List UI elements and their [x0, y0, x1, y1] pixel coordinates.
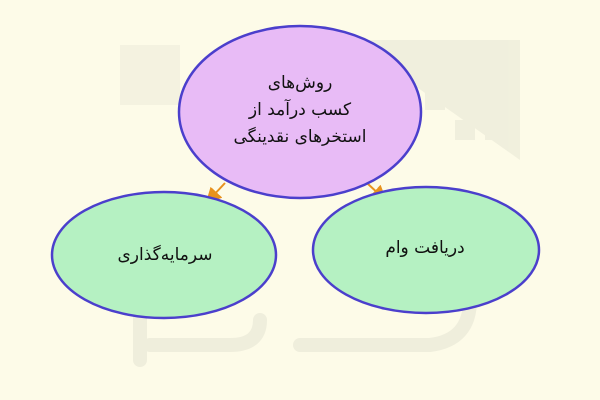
root-label-line-3: استخرهای نقدینگی — [233, 126, 367, 147]
root-label-line-1: روش‌های — [267, 72, 333, 93]
connector-arrow-left — [205, 182, 226, 204]
root-label-line-2: کسب درآمد از — [248, 99, 352, 120]
child-label-investment: سرمایه‌گذاری — [117, 245, 213, 265]
child-node-investment — [50, 190, 278, 320]
child-node-loan — [311, 185, 541, 315]
root-node-label: روش‌های کسب درآمد از استخرهای نقدینگی — [185, 60, 415, 160]
root-node — [177, 24, 423, 200]
child-label-loan: دریافت وام — [385, 238, 465, 258]
